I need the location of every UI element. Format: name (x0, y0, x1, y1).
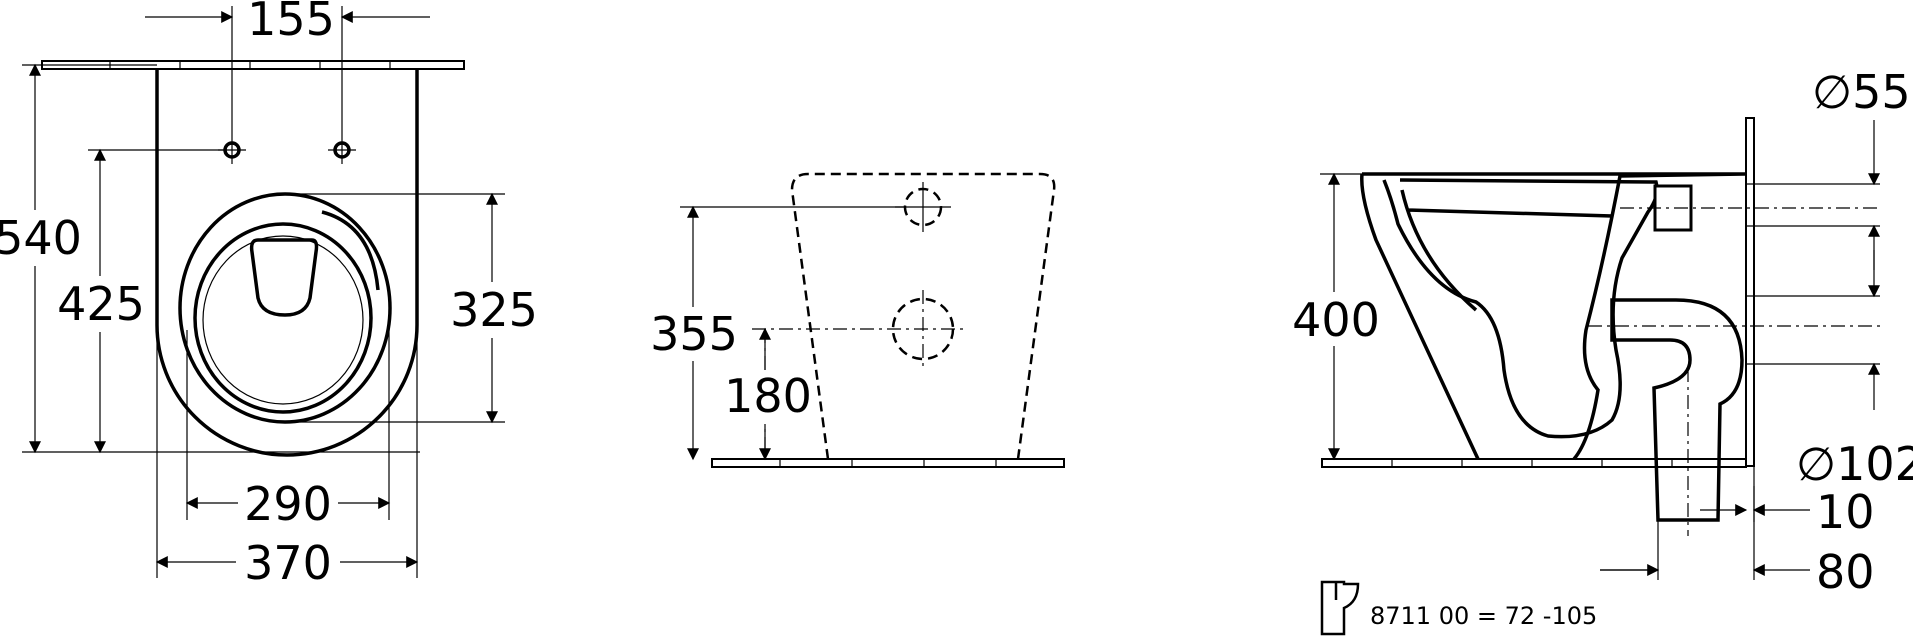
fixing-hole-right (328, 136, 356, 164)
bowl-waterhole (249, 238, 319, 317)
dim-370-mask (236, 537, 340, 587)
front-floor-plate (711, 458, 1065, 468)
outlet-bend (1610, 298, 1744, 522)
pan-outline (155, 69, 419, 457)
dim-425-mask (60, 276, 144, 332)
side-pan-rim (1400, 189, 1613, 312)
side-pan-bowl (1382, 178, 1659, 439)
accessory-pipe-icon (1320, 580, 1360, 636)
side-pan-outer (1360, 172, 1746, 461)
seat-hinge (321, 210, 380, 291)
dim-180-label: 180 (724, 369, 812, 423)
dim-355-label: 355 (650, 307, 738, 361)
dim-325-label: 325 (450, 283, 538, 337)
seat-inner (193, 222, 373, 414)
dim-325-mask (450, 282, 536, 338)
dim-370-label: 370 (244, 536, 332, 590)
accessory-note: 8711 00 = 72 -105 (1370, 602, 1597, 630)
front-view: 355 180 (650, 172, 1065, 468)
side-floor-joints (1391, 459, 1673, 467)
top-view: 155 540 425 325 290 370 (0, 0, 538, 590)
side-wall (1745, 117, 1755, 467)
dim-102-label: ∅102 (1796, 437, 1913, 491)
dim-155-label: 155 (247, 0, 335, 46)
seat-outer (178, 192, 392, 424)
side-view: 400 ∅55 ∅102 10 80 8711 00 = 72 -105 (1290, 65, 1913, 636)
dim-540-mask (0, 210, 78, 266)
dim-400-mask (1290, 292, 1380, 346)
seat-rim (202, 235, 364, 405)
dim-425-label: 425 (57, 277, 145, 331)
dim-80-label: 80 (1816, 545, 1875, 599)
top-extension-lines (22, 6, 505, 578)
front-hole-lower (752, 290, 968, 368)
dim-355-mask (650, 307, 738, 361)
front-floor-joints (779, 459, 997, 467)
dim-55-label: ∅55 (1812, 65, 1911, 119)
dim-290-label: 290 (244, 477, 332, 531)
dim-180-mask (722, 370, 810, 424)
side-floor-plate (1321, 458, 1747, 468)
dim-10-label: 10 (1816, 485, 1875, 539)
dim-540-label: 540 (0, 211, 82, 265)
front-body-dashed (790, 172, 1056, 460)
dim-400-label: 400 (1292, 293, 1380, 347)
dim-290-mask (238, 478, 338, 528)
